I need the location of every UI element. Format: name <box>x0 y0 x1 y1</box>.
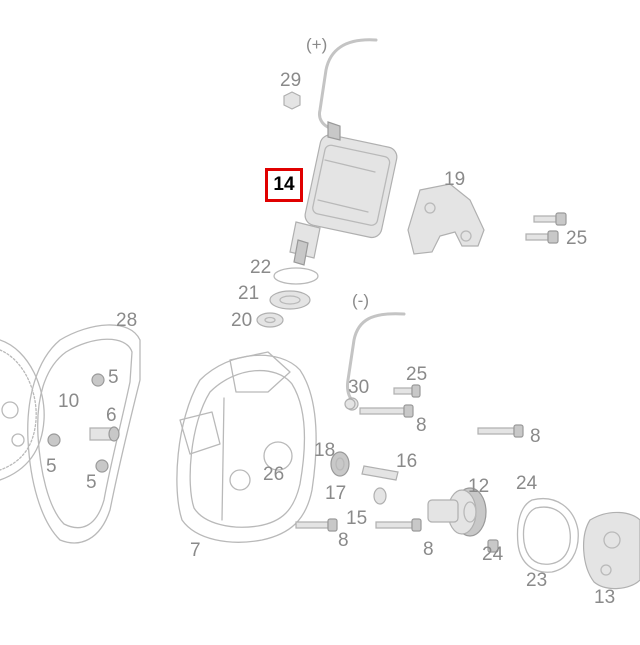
callout-25: 25 <box>566 228 588 249</box>
callout-21: 21 <box>238 283 260 304</box>
bolt-8c-drawing <box>295 518 338 532</box>
callout-25b: 25 <box>406 364 428 385</box>
gear-18-drawing <box>330 451 350 477</box>
bolt-8d-drawing <box>375 518 422 532</box>
washer-21-drawing <box>269 290 311 310</box>
callout-15: 15 <box>346 508 368 529</box>
callout-5c: 5 <box>86 472 97 493</box>
positive-terminal-label: (+) <box>306 35 328 54</box>
pin-24a-drawing <box>487 539 499 553</box>
o-ring-22-drawing <box>273 267 319 285</box>
callout-30: 30 <box>348 377 370 398</box>
callout-18: 18 <box>314 440 336 461</box>
bolt-5b-drawing <box>47 433 61 447</box>
callout-20: 20 <box>231 310 253 331</box>
callout-5b: 5 <box>46 456 57 477</box>
callout-10: 10 <box>58 391 80 412</box>
cover-13-drawing <box>583 511 640 590</box>
callout-8b: 8 <box>530 426 541 447</box>
nut-29-drawing <box>283 91 301 110</box>
positive-cable <box>318 38 378 130</box>
shaft-16-drawing <box>361 465 399 481</box>
callout-8a: 8 <box>416 415 427 436</box>
callout-19: 19 <box>444 169 466 190</box>
callout-7: 7 <box>190 540 201 561</box>
bolt-25b-drawing <box>393 384 421 398</box>
cover-28-drawing <box>27 324 141 544</box>
washer-15-drawing <box>373 487 387 505</box>
callout-8c: 8 <box>338 530 349 551</box>
callout-26: 26 <box>263 464 285 485</box>
bolt-8a-drawing <box>359 404 414 418</box>
callout-24a: 24 <box>516 473 538 494</box>
bolt-5c-drawing <box>95 459 109 473</box>
callout-8d: 8 <box>423 539 434 560</box>
starter-clutch-12-drawing <box>427 487 487 537</box>
callout-24b: 24 <box>482 544 504 565</box>
flywheel-drawing <box>0 339 45 481</box>
crankcase-cover-7-drawing <box>176 351 317 543</box>
washer-20-drawing <box>256 312 284 328</box>
callout-6: 6 <box>106 405 117 426</box>
starter-motor-drawing <box>289 121 398 266</box>
bolts-25-drawing <box>525 212 567 244</box>
callout-16: 16 <box>396 451 418 472</box>
bolt-5a-drawing <box>91 373 105 387</box>
callout-23: 23 <box>526 570 548 591</box>
callout-12: 12 <box>468 476 490 497</box>
highlighted-part-number: 14 <box>273 174 295 195</box>
highlighted-part-callout[interactable]: 14 <box>265 168 303 202</box>
callout-22: 22 <box>250 257 272 278</box>
negative-terminal-label: (-) <box>352 291 369 310</box>
callout-13: 13 <box>594 587 616 608</box>
callout-17: 17 <box>325 483 347 504</box>
bolt-8b-drawing <box>477 424 524 438</box>
callout-5a: 5 <box>108 367 119 388</box>
callout-29: 29 <box>280 70 302 91</box>
bracket-19-drawing <box>407 183 485 255</box>
gasket-23-drawing <box>516 498 579 573</box>
callout-28: 28 <box>116 310 138 331</box>
